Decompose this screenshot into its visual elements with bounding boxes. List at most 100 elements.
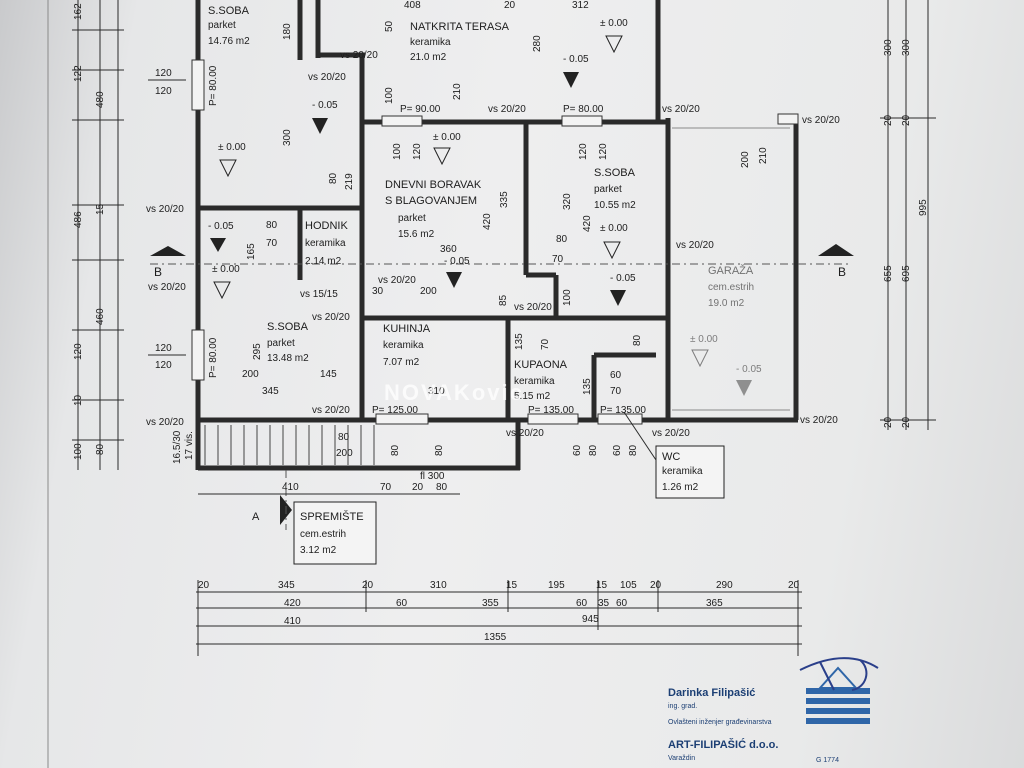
- dim-r1-105: 105: [620, 580, 637, 591]
- dim-200-a: 200: [420, 286, 437, 297]
- room-name: NATKRITA TERASA: [410, 21, 510, 33]
- dim-r3-410: 410: [284, 616, 301, 627]
- dim-80-e: 80: [390, 444, 401, 456]
- windows: [191, 59, 799, 425]
- dim-right-20-d: 20: [901, 416, 912, 428]
- dim-210-a: 210: [452, 83, 463, 100]
- dim-310: 310: [428, 386, 445, 397]
- dim-right-995: 995: [918, 199, 929, 216]
- dim-r2-35: 35: [598, 598, 610, 609]
- opening-vs-9: vs 20/20: [312, 312, 350, 323]
- stair-count: 17 vis.: [184, 431, 195, 460]
- dim-r1-20b: 20: [362, 580, 374, 591]
- dim-left-100: 100: [73, 443, 84, 460]
- dim-left-10: 10: [73, 394, 84, 406]
- room-boravak: DNEVNI BORAVAK S BLAGOVANJEM parket 15.6…: [385, 179, 482, 240]
- room-name: HODNIK: [305, 220, 348, 232]
- dim-360: 360: [440, 244, 457, 255]
- opening-vs-7: vs 20/20: [676, 240, 714, 251]
- room-area: 7.07 m2: [383, 357, 420, 368]
- room-area: 3.12 m2: [300, 545, 337, 556]
- section-b-right-label: B: [838, 265, 846, 279]
- dim-right-20-c: 20: [883, 416, 894, 428]
- dim-under-70: 70: [380, 482, 392, 493]
- dim-320: 320: [562, 193, 573, 210]
- dim-left-122: 122: [73, 65, 84, 82]
- engineer-name: Darinka Filipašić: [668, 687, 755, 699]
- dim-50: 50: [384, 20, 395, 32]
- dim-80-d: 80: [632, 334, 643, 346]
- room-name: S.SOBA: [267, 321, 309, 333]
- dim-r2-60b: 60: [576, 598, 588, 609]
- dim-left-486: 486: [73, 211, 84, 228]
- room-soba-top: S.SOBA parket 14.76 m2: [208, 5, 250, 47]
- level-left-minus: - 0.05: [208, 221, 234, 232]
- opening-vs-8: vs 20/20: [148, 282, 186, 293]
- dim-100-a: 100: [384, 87, 395, 104]
- dim-210-e: 70: [610, 386, 622, 397]
- dim-r2-60a: 60: [396, 598, 408, 609]
- dim-left-460: 460: [95, 308, 106, 325]
- room-floor: keramika: [410, 37, 451, 48]
- dim-210-d: 70: [540, 338, 551, 350]
- dim-240: 200: [740, 151, 751, 168]
- room-area: 19.0 m2: [708, 298, 745, 309]
- dim-under-80: 80: [436, 482, 448, 493]
- dim-335: 335: [499, 191, 510, 208]
- garage-outline: [672, 127, 790, 411]
- room-area: 10.55 m2: [594, 200, 636, 211]
- room-spremiste: SPREMIŠTE cem.estrih 3.12 m2: [293, 501, 377, 565]
- dim-180: 180: [282, 23, 293, 40]
- dim-r1-15b: 15: [596, 580, 608, 591]
- level-boravak-zero: ± 0.00: [433, 132, 461, 143]
- room-terasa: NATKRITA TERASA keramika 21.0 m2: [410, 21, 510, 63]
- opening-vs-1515: vs 15/15: [300, 289, 338, 300]
- dim-left-480: 480: [95, 91, 106, 108]
- dim-420-b: 420: [582, 215, 593, 232]
- room-floor: keramika: [383, 340, 424, 351]
- dim-r1-290: 290: [716, 580, 733, 591]
- opening-vs-3: vs 20/20: [488, 104, 526, 115]
- opening-vs-16: vs 20/20: [800, 415, 838, 426]
- opening-p135-a: P= 135.00: [528, 405, 574, 416]
- company-name: ART-FILIPAŠIĆ d.o.o.: [668, 738, 778, 751]
- dim-135-b: 135: [582, 378, 593, 395]
- dim-200-b: 200: [242, 369, 259, 380]
- room-floor: keramika: [662, 466, 703, 477]
- engineer-role: Ovlašteni inženjer građevinarstva: [668, 719, 772, 726]
- room-floor: cem.estrih: [708, 282, 754, 293]
- room-floor: parket: [267, 338, 295, 349]
- opening-vs-13: vs 20/20: [312, 405, 350, 416]
- room-area: 13.48 m2: [267, 353, 309, 364]
- dim-right-300-a: 300: [883, 39, 894, 56]
- level-markers: ± 0.00 - 0.05 - 0.05 ± 0.00 ± 0.00 - 0.0…: [208, 18, 762, 396]
- dim-219: 219: [344, 173, 355, 190]
- room-floor: keramika: [514, 376, 555, 387]
- dim-30: 30: [372, 286, 384, 297]
- room-name: SPREMIŠTE: [300, 510, 364, 523]
- opening-p80-left-top: P= 80.00: [208, 65, 219, 106]
- dim-left-120: 120: [73, 343, 84, 360]
- license-number: G 1774: [816, 757, 839, 764]
- opening-vs-6: vs 20/20: [146, 204, 184, 215]
- dim-80-g: 80: [588, 444, 599, 456]
- dim-r1-195: 195: [548, 580, 565, 591]
- dim-left-15: 15: [95, 203, 106, 215]
- dim-r1-345: 345: [278, 580, 295, 591]
- room-floor: keramika: [305, 238, 346, 249]
- room-kupaona: KUPAONA keramika 5.15 m2: [514, 359, 568, 402]
- room-floor: parket: [398, 213, 426, 224]
- opening-p90: P= 90.00: [400, 104, 441, 115]
- level-soba-top-zero: ± 0.00: [218, 142, 246, 153]
- left-dimension-texts: 162 122 480 486 15 460 120 10 80 100: [73, 3, 106, 460]
- handwritten-signature: [799, 657, 879, 691]
- room-name: KUHINJA: [383, 323, 431, 335]
- room-name: GARAŽA: [708, 264, 754, 277]
- opening-vs-14: vs 20/20: [506, 428, 544, 439]
- dim-165: 165: [246, 243, 257, 260]
- stairs: [204, 425, 375, 465]
- dims-under-storage: 410 70 20 80: [198, 482, 460, 495]
- level-garaza-zero: ± 0.00: [690, 334, 718, 345]
- dim-right-20-b: 20: [901, 114, 912, 126]
